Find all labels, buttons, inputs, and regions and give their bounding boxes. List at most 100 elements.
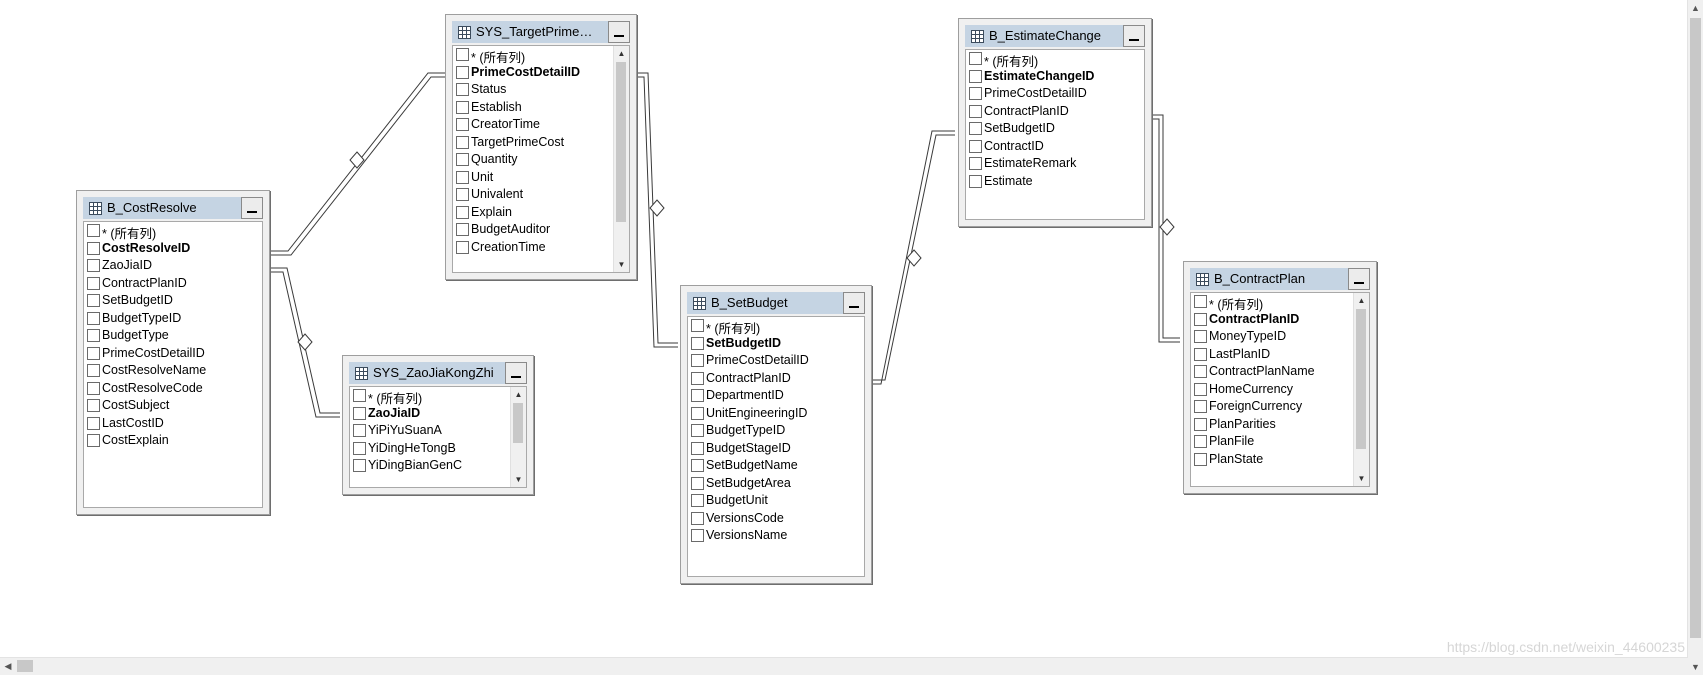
column-row[interactable]: EstimateChangeID xyxy=(966,68,1144,86)
column-checkbox[interactable] xyxy=(87,346,100,360)
column-checkbox[interactable] xyxy=(87,364,100,377)
column-row[interactable]: ForeignCurrency xyxy=(1191,398,1369,416)
column-row[interactable]: * (所有列) xyxy=(453,46,629,65)
column-checkbox[interactable] xyxy=(87,259,100,272)
table-header[interactable]: SYS_TargetPrimeCo... xyxy=(452,21,630,43)
column-checkbox[interactable] xyxy=(691,354,704,367)
table-header[interactable]: B_CostResolve xyxy=(83,197,263,219)
minimize-button[interactable] xyxy=(1123,25,1145,47)
column-row[interactable]: CreationTime xyxy=(453,239,629,257)
column-checkbox[interactable] xyxy=(691,529,704,542)
column-row[interactable]: ContractPlanID xyxy=(966,103,1144,121)
scroll-thumb[interactable] xyxy=(513,403,523,443)
column-checkbox[interactable] xyxy=(969,122,982,135)
column-checkbox[interactable] xyxy=(691,424,704,437)
column-row[interactable]: SetBudgetName xyxy=(688,457,864,475)
column-row[interactable]: PrimeCostDetailID xyxy=(966,85,1144,103)
column-row[interactable]: ContractPlanID xyxy=(84,275,262,293)
column-row[interactable]: DepartmentID xyxy=(688,387,864,405)
column-row[interactable]: BudgetAuditor xyxy=(453,221,629,239)
table-header[interactable]: B_ContractPlan xyxy=(1190,268,1370,290)
column-row[interactable]: ZaoJiaID xyxy=(84,257,262,275)
column-row[interactable]: BudgetTypeID xyxy=(84,310,262,328)
column-checkbox[interactable] xyxy=(87,381,100,395)
column-row[interactable]: LastCostID xyxy=(84,415,262,433)
column-row[interactable]: CostResolveID xyxy=(84,240,262,258)
table-sys-zaojiakongzhi[interactable]: SYS_ZaoJiaKongZhi * (所有列) ZaoJiaID YiPiY… xyxy=(342,355,534,495)
table-sys-targetprimecost[interactable]: SYS_TargetPrimeCo... * (所有列) PrimeCostDe… xyxy=(445,14,637,280)
scroll-down-icon[interactable]: ▼ xyxy=(511,472,526,487)
column-row[interactable]: ContractID xyxy=(966,138,1144,156)
column-checkbox[interactable] xyxy=(1194,417,1207,431)
column-checkbox[interactable] xyxy=(87,399,100,412)
column-checkbox[interactable] xyxy=(87,276,100,290)
scroll-down-icon[interactable]: ▼ xyxy=(1691,662,1700,672)
diagram-canvas[interactable]: B_CostResolve * (所有列) CostResolveID ZaoJ… xyxy=(0,0,1688,658)
column-checkbox[interactable] xyxy=(969,52,982,65)
column-checkbox[interactable] xyxy=(691,371,704,385)
scroll-up-icon[interactable]: ▲ xyxy=(1354,293,1369,308)
column-row[interactable]: PlanParities xyxy=(1191,416,1369,434)
column-row[interactable]: VersionsCode xyxy=(688,510,864,528)
column-row[interactable]: EstimateRemark xyxy=(966,155,1144,173)
column-row[interactable]: PrimeCostDetailID xyxy=(688,352,864,370)
column-row[interactable]: CostSubject xyxy=(84,397,262,415)
scroll-thumb[interactable] xyxy=(17,660,33,672)
column-list[interactable]: * (所有列) ZaoJiaID YiPiYuSuanA YiDingHeTon… xyxy=(349,386,527,488)
column-row[interactable]: Explain xyxy=(453,204,629,222)
column-row[interactable]: CostExplain xyxy=(84,432,262,450)
column-list[interactable]: * (所有列) EstimateChangeID PrimeCostDetail… xyxy=(965,49,1145,220)
column-scrollbar[interactable]: ▲ ▼ xyxy=(1353,293,1369,486)
column-row[interactable]: Quantity xyxy=(453,151,629,169)
table-header[interactable]: B_EstimateChange xyxy=(965,25,1145,47)
column-checkbox[interactable] xyxy=(691,476,704,490)
column-checkbox[interactable] xyxy=(87,311,100,325)
column-checkbox[interactable] xyxy=(353,406,366,420)
column-checkbox[interactable] xyxy=(969,139,982,153)
column-row[interactable]: ZaoJiaID xyxy=(350,405,526,423)
column-checkbox[interactable] xyxy=(87,224,100,237)
column-scrollbar[interactable]: ▲ ▼ xyxy=(613,46,629,272)
column-checkbox[interactable] xyxy=(969,157,982,170)
column-checkbox[interactable] xyxy=(456,223,469,236)
column-checkbox[interactable] xyxy=(1194,347,1207,361)
main-horizontal-scrollbar[interactable]: ◀ xyxy=(0,657,1688,675)
column-checkbox[interactable] xyxy=(1194,330,1207,343)
scroll-up-icon[interactable]: ▲ xyxy=(614,46,629,61)
column-checkbox[interactable] xyxy=(691,459,704,472)
column-list[interactable]: * (所有列) ContractPlanID MoneyTypeID LastP… xyxy=(1190,292,1370,487)
minimize-button[interactable] xyxy=(1348,268,1370,290)
table-header[interactable]: B_SetBudget xyxy=(687,292,865,314)
column-row[interactable]: SetBudgetID xyxy=(84,292,262,310)
column-checkbox[interactable] xyxy=(456,118,469,131)
column-row[interactable]: HomeCurrency xyxy=(1191,381,1369,399)
column-checkbox[interactable] xyxy=(691,441,704,455)
column-row[interactable]: MoneyTypeID xyxy=(1191,328,1369,346)
column-row[interactable]: ContractPlanName xyxy=(1191,363,1369,381)
table-b-setbudget[interactable]: B_SetBudget * (所有列) SetBudgetID PrimeCos… xyxy=(680,285,872,584)
table-b-costresolve[interactable]: B_CostResolve * (所有列) CostResolveID ZaoJ… xyxy=(76,190,270,515)
column-checkbox[interactable] xyxy=(691,319,704,332)
table-b-contractplan[interactable]: B_ContractPlan * (所有列) ContractPlanID Mo… xyxy=(1183,261,1377,494)
column-checkbox[interactable] xyxy=(1194,312,1207,326)
scroll-thumb[interactable] xyxy=(1356,309,1366,449)
scroll-up-icon[interactable]: ▲ xyxy=(511,387,526,402)
column-checkbox[interactable] xyxy=(969,69,982,83)
column-row[interactable]: * (所有列) xyxy=(350,387,526,406)
column-checkbox[interactable] xyxy=(691,389,704,402)
column-checkbox[interactable] xyxy=(691,511,704,525)
column-checkbox[interactable] xyxy=(969,104,982,118)
column-row[interactable]: CreatorTime xyxy=(453,116,629,134)
column-checkbox[interactable] xyxy=(1194,295,1207,308)
column-row[interactable]: ContractPlanID xyxy=(688,370,864,388)
column-row[interactable]: YiDingBianGenC xyxy=(350,457,526,475)
column-row[interactable]: Unit xyxy=(453,169,629,187)
column-row[interactable]: Estimate xyxy=(966,173,1144,191)
column-row[interactable]: BudgetType xyxy=(84,327,262,345)
column-checkbox[interactable] xyxy=(456,205,469,219)
minimize-button[interactable] xyxy=(505,362,527,384)
column-checkbox[interactable] xyxy=(1194,365,1207,378)
column-row[interactable]: SetBudgetID xyxy=(966,120,1144,138)
column-checkbox[interactable] xyxy=(1194,452,1207,466)
column-row[interactable]: YiDingHeTongB xyxy=(350,440,526,458)
